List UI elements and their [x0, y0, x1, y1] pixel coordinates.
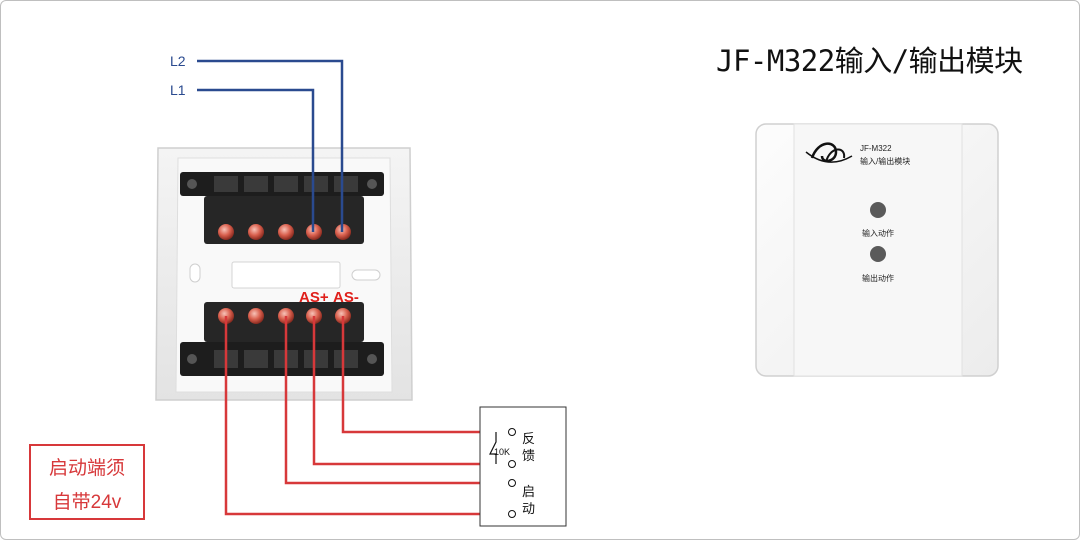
bus-wires — [197, 59, 344, 232]
screw-top-3 — [278, 224, 294, 240]
start-label-2: 动 — [522, 501, 535, 516]
output-wires — [224, 316, 510, 516]
terminal-start-2 — [508, 510, 516, 518]
resistor-label: 10K — [494, 447, 510, 457]
wire-start-1 — [284, 316, 510, 485]
panel-name: 输入/输出模块 — [860, 156, 910, 166]
screw-top-1 — [218, 224, 234, 240]
output-led — [870, 246, 886, 262]
feedback-label-1: 反 — [522, 431, 535, 446]
bottom-terminal-block — [180, 302, 384, 376]
terminal-feedback-1 — [508, 428, 516, 436]
feedback-label-2: 馈 — [522, 448, 535, 463]
output-led-label: 输出动作 — [862, 273, 894, 283]
panel-model: JF-M322 — [860, 144, 892, 153]
brand-logo — [805, 142, 853, 163]
screw-top-2 — [248, 224, 264, 240]
note-box: 启动端须 自带24v — [29, 444, 145, 520]
terminal-feedback-2 — [508, 460, 516, 468]
feedback-switch — [489, 432, 497, 464]
wire-feedback-2 — [312, 316, 510, 466]
label-l1: L1 — [170, 82, 186, 98]
label-as-plus: AS+ — [299, 289, 329, 306]
module-panel — [755, 123, 999, 377]
wire-start-2 — [224, 316, 510, 516]
screw-bottom-2 — [248, 308, 264, 324]
input-led-label: 输入动作 — [862, 228, 894, 238]
terminal-start-1 — [508, 479, 516, 487]
start-label-1: 启 — [522, 484, 535, 499]
connection-box — [479, 406, 567, 527]
input-led — [870, 202, 886, 218]
top-terminal-block — [180, 172, 384, 244]
label-l2: L2 — [170, 53, 186, 69]
page-title: JF-M322输入/输出模块 — [716, 44, 1023, 78]
note-line-1: 启动端须 — [48, 458, 125, 479]
wire-l2 — [197, 59, 344, 232]
note-line-2: 自带24v — [52, 492, 122, 513]
wire-l1 — [197, 88, 315, 232]
label-as-minus: AS- — [333, 289, 359, 306]
wire-feedback-1 — [341, 316, 510, 434]
